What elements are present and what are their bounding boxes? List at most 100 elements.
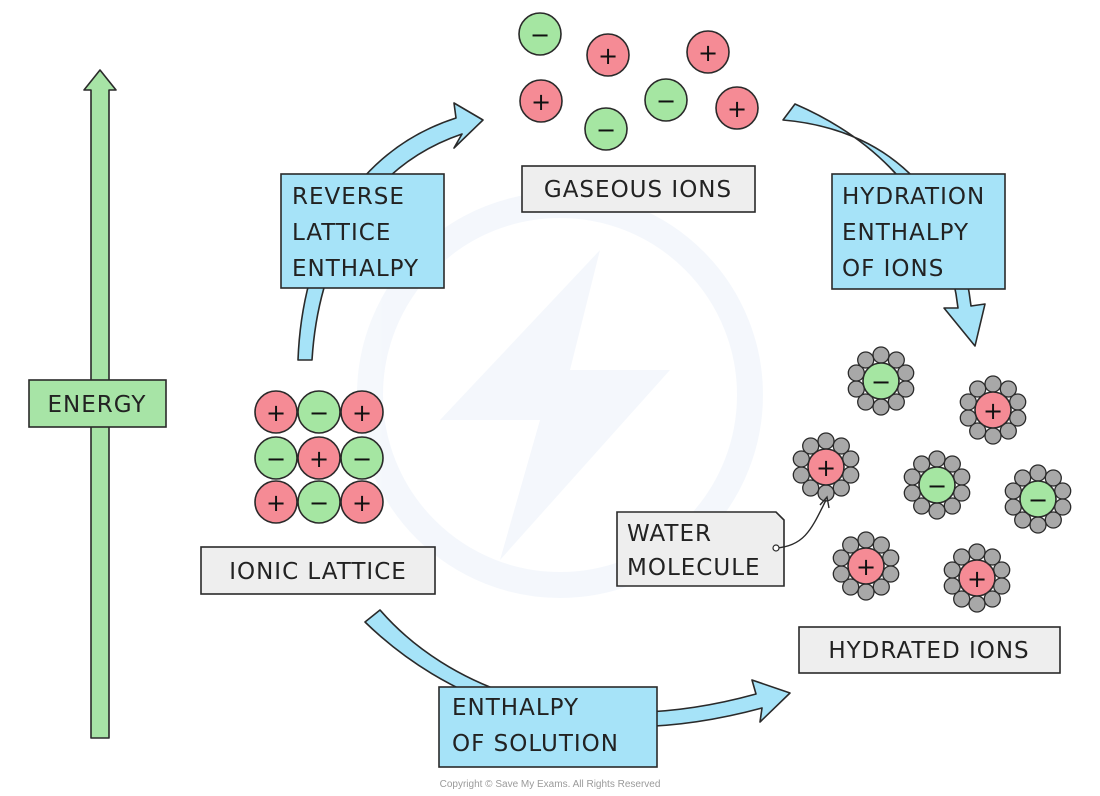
gaseous-cation-2-sign: +	[598, 42, 618, 70]
lattice-ion-r1c2-sign: −	[309, 399, 329, 427]
gaseous-ions-label: GASEOUS IONS	[544, 177, 732, 203]
lattice-ion-r1c3-sign: +	[352, 399, 372, 427]
lattice-ion-r3c2-circle	[297, 480, 341, 524]
lattice-ion-r3c3: +	[340, 480, 384, 524]
water-molecule-3-3	[842, 450, 860, 468]
hydrated-cation-7: +	[958, 559, 996, 597]
lattice-ion-r3c1: +	[254, 480, 298, 524]
water-molecule-6-10	[842, 536, 860, 554]
energy-label-box: ENERGY	[28, 379, 167, 428]
gaseous-cation-6-circle	[715, 86, 759, 130]
lattice-ion-r2c1: −	[254, 436, 298, 480]
water-molecule-6-7	[842, 578, 860, 596]
gaseous-cation-3: +	[686, 30, 730, 74]
hydrated-cation-6: +	[847, 547, 885, 585]
hydrated-cation-2: +	[974, 391, 1012, 429]
hydrated-cation-6-sign: +	[856, 553, 876, 581]
water-molecule-1-1	[872, 346, 890, 364]
hydrated-cation-7-cluster: +	[943, 543, 1011, 613]
water-molecule-line-1: WATER	[627, 521, 712, 547]
hydrated-cation-6-circle	[847, 547, 885, 585]
water-molecule-7-6	[968, 595, 986, 613]
lattice-ion-r3c1-sign: +	[266, 489, 286, 517]
lattice-ion-r3c3-circle	[340, 480, 384, 524]
gaseous-ions-group: −+++−+−	[518, 12, 759, 151]
gaseous-anion-7-sign: −	[596, 116, 616, 144]
water-molecule-callout: WATER MOLECULE	[616, 495, 830, 587]
water-molecule-6-6	[857, 583, 875, 601]
lattice-ion-r1c2-circle	[297, 390, 341, 434]
water-molecule-5-6	[1029, 516, 1047, 534]
water-molecule-5-8	[1004, 498, 1022, 516]
lattice-ion-r2c2: +	[297, 436, 341, 480]
reverse-lattice-line-2: LATTICE	[292, 220, 391, 246]
gaseous-anion-5-circle	[644, 78, 688, 122]
enthalpy-of-solution-box: ENTHALPY OF SOLUTION	[438, 686, 658, 768]
lattice-ion-r2c3: −	[340, 436, 384, 480]
hydration-enthalpy-box: HYDRATION ENTHALPY OF IONS	[831, 173, 1006, 290]
hydrated-cation-2-circle	[974, 391, 1012, 429]
lattice-ion-r1c3: +	[340, 390, 384, 434]
enthalpy-solution-line-1: ENTHALPY	[452, 695, 579, 721]
water-molecule-6-3	[882, 549, 900, 567]
enthalpy-solution-line-2: OF SOLUTION	[452, 731, 619, 757]
water-molecule-4-3	[953, 468, 971, 486]
gaseous-cation-3-sign: +	[698, 39, 718, 67]
water-molecule-7-8	[943, 577, 961, 595]
gaseous-cation-6-sign: +	[727, 95, 747, 123]
water-molecule-7-5	[983, 590, 1001, 608]
gaseous-cation-4-circle	[519, 79, 563, 123]
water-molecule-4-8	[903, 484, 921, 502]
gaseous-anion-1-circle	[518, 12, 562, 56]
hydrated-anion-5-circle	[1019, 480, 1057, 518]
hydrated-anion-1-cluster: −	[847, 346, 915, 416]
gaseous-anion-1-sign: −	[530, 21, 550, 49]
lattice-ion-r3c1-circle	[254, 480, 298, 524]
hydration-line-1: HYDRATION	[842, 184, 985, 210]
hydrated-cation-3-circle	[807, 448, 845, 486]
water-molecule-4-6	[928, 502, 946, 520]
hydrated-anion-4-cluster: −	[903, 450, 971, 520]
hydrated-cation-7-circle	[958, 559, 996, 597]
water-molecule-6-2	[872, 536, 890, 554]
hydrated-anion-1-circle	[862, 362, 900, 400]
hydrated-anion-1: −	[862, 362, 900, 400]
gaseous-cation-3-circle	[686, 30, 730, 74]
hydration-line-3: OF IONS	[842, 256, 944, 282]
water-molecule-3-8	[792, 466, 810, 484]
water-molecule-6-5	[872, 578, 890, 596]
hydrated-ions-label-box: HYDRATED IONS	[798, 626, 1061, 674]
water-molecule-5-10	[1014, 469, 1032, 487]
water-molecule-2-1	[984, 375, 1002, 393]
lattice-ion-r3c3-sign: +	[352, 489, 372, 517]
water-molecule-2-6	[984, 427, 1002, 445]
hydrated-cation-3-cluster: +	[792, 432, 860, 502]
lattice-ion-r1c1: +	[254, 390, 298, 434]
water-molecule-6-8	[832, 565, 850, 583]
lattice-ion-r2c2-sign: +	[309, 445, 329, 473]
water-molecule-2-5	[999, 422, 1017, 440]
hydrated-cation-2-cluster: +	[959, 375, 1027, 445]
gaseous-anion-7: −	[584, 107, 628, 151]
lattice-ion-r1c1-circle	[254, 390, 298, 434]
gaseous-cation-4-sign: +	[531, 88, 551, 116]
hydrated-cation-7-sign: +	[967, 565, 987, 593]
water-molecule-2-8	[959, 409, 977, 427]
gaseous-cation-2-circle	[586, 33, 630, 77]
gaseous-ions-label-box: GASEOUS IONS	[521, 165, 756, 213]
reverse-lattice-enthalpy-box: REVERSE LATTICE ENTHALPY	[280, 173, 445, 289]
water-molecule-4-10	[913, 455, 931, 473]
water-molecule-3-1	[817, 432, 835, 450]
lattice-ion-r2c1-circle	[254, 436, 298, 480]
water-molecule-7-3	[993, 561, 1011, 579]
gaseous-cation-6: +	[715, 86, 759, 130]
water-molecule-4-5	[943, 497, 961, 515]
water-molecule-2-2	[999, 380, 1017, 398]
water-molecule-3-2	[832, 437, 850, 455]
lattice-ion-r3c2-sign: −	[309, 489, 329, 517]
gaseous-anion-5-sign: −	[656, 87, 676, 115]
ionic-lattice-grid: +−+−+−+−+	[254, 390, 384, 524]
lattice-ion-r1c3-circle	[340, 390, 384, 434]
water-molecule-7-10	[953, 548, 971, 566]
